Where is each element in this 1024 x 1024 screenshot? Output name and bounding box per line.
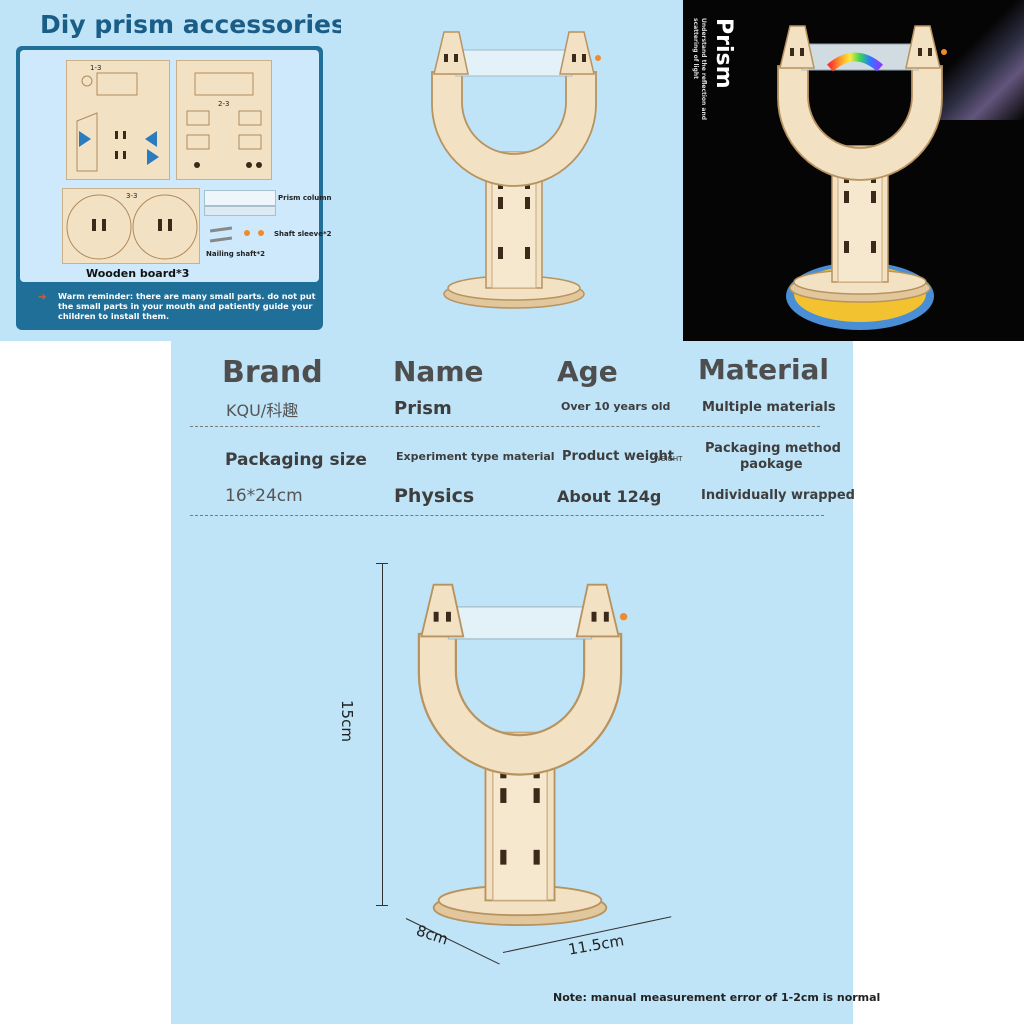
board-2-cutout-icon bbox=[186, 72, 262, 168]
packaging-method-label-1: Packaging method bbox=[705, 441, 841, 456]
wooden-board-1 bbox=[66, 60, 170, 180]
material-label: Material bbox=[698, 353, 830, 386]
weight-tag: WEIGHT bbox=[654, 455, 683, 463]
age-label: Age bbox=[557, 355, 618, 388]
name-value: Prism bbox=[394, 398, 452, 419]
warning-arrow-icon: ➔ bbox=[38, 292, 47, 303]
hero-title: Prism bbox=[711, 18, 736, 89]
board-3-cutout-icon bbox=[66, 194, 198, 260]
nailing-shaft-label: Nailing shaft*2 bbox=[206, 250, 266, 258]
accessories-title: Diy prism accessories bbox=[40, 10, 346, 39]
measurement-note: Note: manual measurement error of 1-2cm … bbox=[553, 991, 881, 1004]
height-dimension-line bbox=[382, 563, 383, 905]
packaging-method-label-2: paokage bbox=[740, 457, 803, 472]
hero-subtitle-2: scattering of light bbox=[692, 18, 699, 80]
prism-column-label: Prism column bbox=[278, 194, 332, 202]
warning-text: Warm reminder: there are many small part… bbox=[58, 291, 316, 321]
board-2-code: 2-3 bbox=[218, 100, 230, 108]
wooden-board-2 bbox=[176, 60, 272, 180]
prism-column-image bbox=[204, 190, 276, 206]
board-1-cutout-icon bbox=[76, 72, 159, 172]
shaft-sleeve-icon bbox=[258, 230, 264, 236]
packaging-size-value: 16*24cm bbox=[225, 486, 303, 506]
shaft-sleeve-label: Shaft sleeve*2 bbox=[274, 230, 332, 238]
packaging-size-label: Packaging size bbox=[225, 450, 367, 470]
board-3-code: 3-3 bbox=[126, 192, 138, 200]
weight-value: About 124g bbox=[557, 487, 662, 506]
prism-stand-image bbox=[431, 31, 602, 309]
experiment-label: Experiment type material bbox=[396, 450, 555, 463]
prism-column-shadow bbox=[204, 206, 276, 216]
packaging-method-value: Individually wrapped bbox=[701, 488, 855, 503]
divider-line bbox=[190, 515, 824, 516]
name-label: Name bbox=[393, 355, 484, 388]
height-label: 15cm bbox=[338, 700, 356, 742]
material-value: Multiple materials bbox=[702, 400, 836, 415]
brand-value: KQU/科趣 bbox=[226, 401, 299, 420]
height-dimension-tick bbox=[376, 563, 388, 564]
height-dimension-tick bbox=[376, 905, 388, 906]
wooden-board-label: Wooden board*3 bbox=[86, 267, 190, 280]
dimension-prism-stand-image bbox=[417, 583, 629, 927]
brand-label: Brand bbox=[222, 355, 323, 390]
age-value: Over 10 years old bbox=[561, 400, 671, 413]
wooden-board-3 bbox=[62, 188, 200, 264]
experiment-value: Physics bbox=[394, 485, 475, 507]
hero-subtitle-1: Understand the reflection and bbox=[700, 18, 707, 121]
shaft-sleeve-icon bbox=[244, 230, 250, 236]
weight-label: Product weight bbox=[562, 449, 674, 464]
hero-prism-stand-image bbox=[777, 25, 948, 330]
board-1-code: 1-3 bbox=[90, 64, 102, 72]
divider-line bbox=[190, 426, 820, 427]
light-beam-effect bbox=[930, 0, 1024, 120]
